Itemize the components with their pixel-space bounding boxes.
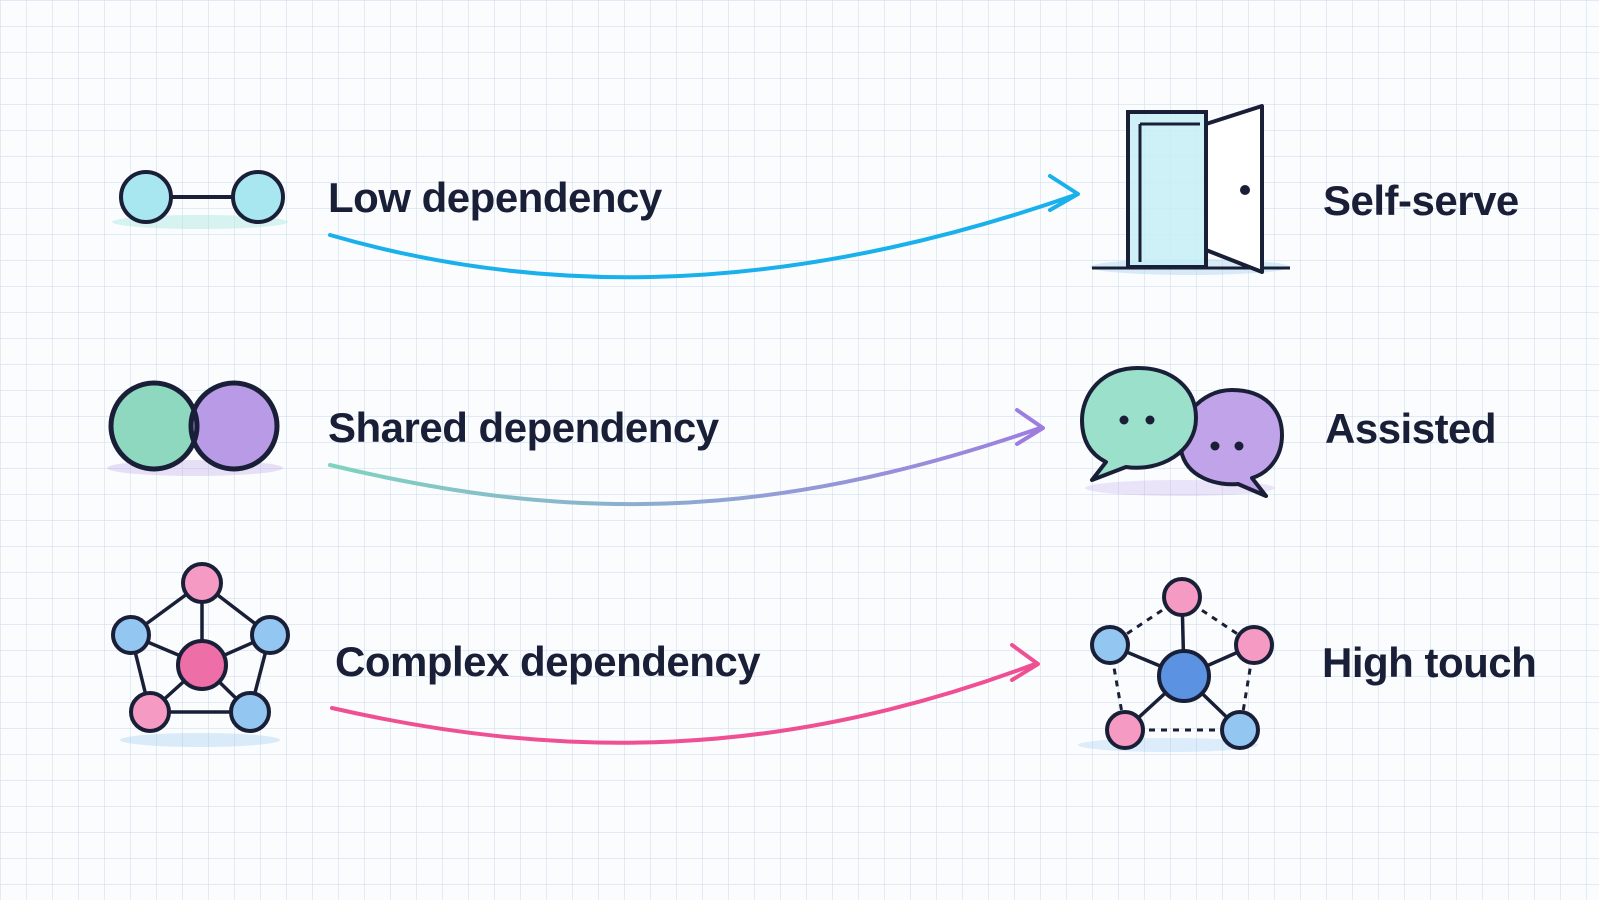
open-door-icon	[1090, 104, 1290, 275]
low-to-self-serve-arrow	[328, 174, 1080, 280]
hub-network-icon	[1078, 577, 1274, 752]
target-label-assisted: Assisted	[1325, 405, 1497, 452]
target-label-high-touch: High touch	[1322, 639, 1537, 686]
target-label-self-serve: Self-serve	[1323, 177, 1519, 224]
chat-bubbles-icon	[1080, 366, 1284, 498]
source-label-shared-dependency: Shared dependency	[328, 404, 719, 451]
node-network-icon	[111, 562, 290, 747]
overlapping-circles-icon	[107, 380, 283, 476]
source-label-complex-dependency: Complex dependency	[335, 638, 761, 685]
shared-to-assisted-arrow	[328, 408, 1045, 507]
complex-to-high-touch-arrow	[330, 643, 1040, 745]
source-label-low-dependency: Low dependency	[328, 174, 662, 221]
two-linked-nodes-icon	[112, 170, 288, 229]
